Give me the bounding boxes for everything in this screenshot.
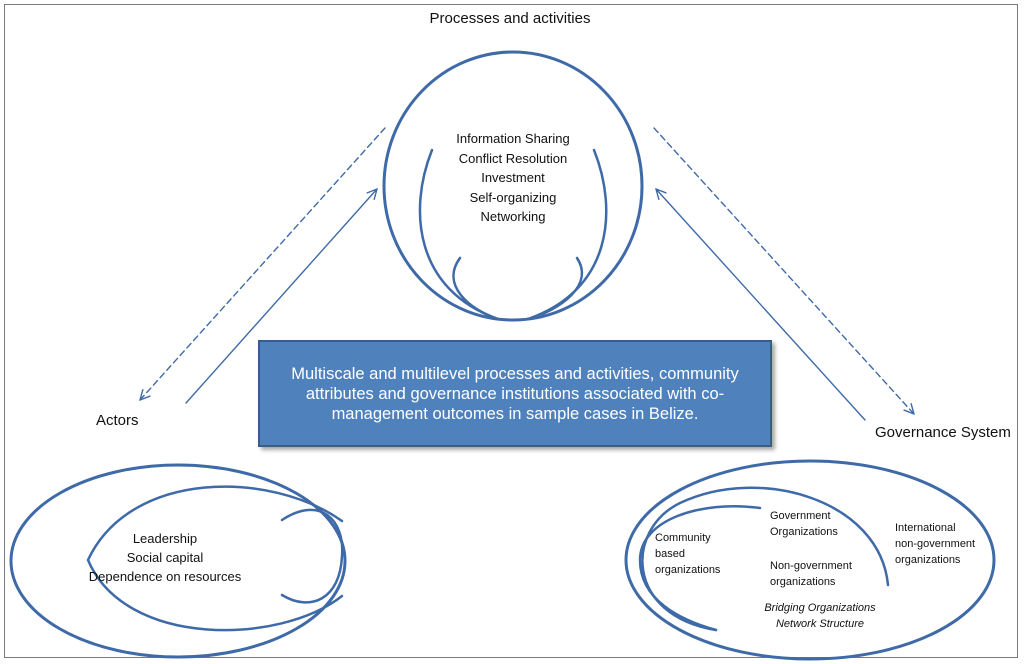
actors-inner-arc — [280, 508, 344, 604]
actors-list: Leadership Social capital Dependence on … — [70, 529, 260, 586]
process-list: Information Sharing Conflict Resolution … — [438, 129, 588, 227]
arrow-processes-to-actors — [140, 127, 386, 400]
actor-item: Social capital — [126, 550, 204, 565]
processes-title: Processes and activities — [429, 10, 591, 27]
actors-outer-ellipse — [9, 463, 347, 659]
arrow-actors-to-processes — [185, 189, 377, 404]
process-item: Investment — [481, 170, 545, 185]
center-summary-box: Multiscale and multilevel processes and … — [258, 340, 772, 447]
arrow-governance-to-processes — [656, 189, 866, 421]
governance-outer-ellipse — [624, 459, 996, 661]
actors-inner-curve — [86, 485, 344, 632]
actors-label: Actors — [96, 412, 139, 429]
process-inner-arc-left — [452, 256, 500, 321]
center-summary-text: Multiscale and multilevel processes and … — [291, 364, 739, 423]
process-item: Self-organizing — [469, 189, 557, 205]
government-organizations-label: Government Organizations — [770, 510, 838, 538]
process-outer-circle — [382, 50, 644, 322]
non-government-organizations-label: Non-government organizations — [770, 560, 852, 588]
process-item: Conflict Resolution — [458, 150, 568, 166]
actor-item: Dependence on resources — [88, 569, 242, 584]
bridging-organizations-label: Bridging Organizations Network Structure — [764, 602, 876, 630]
process-item: Networking — [480, 209, 546, 224]
diagram-frame — [4, 4, 1018, 658]
governance-label: Governance System — [875, 424, 1011, 441]
actor-item: Leadership — [132, 531, 198, 546]
process-item: Information Sharing — [456, 131, 570, 146]
community-organizations-label: Community based organizations — [655, 532, 721, 576]
governance-inner-curve-2 — [638, 505, 762, 632]
arrow-processes-to-governance — [653, 127, 914, 414]
process-inner-arc-right — [526, 256, 584, 321]
international-ngo-label: International non-government organizatio… — [895, 522, 976, 566]
